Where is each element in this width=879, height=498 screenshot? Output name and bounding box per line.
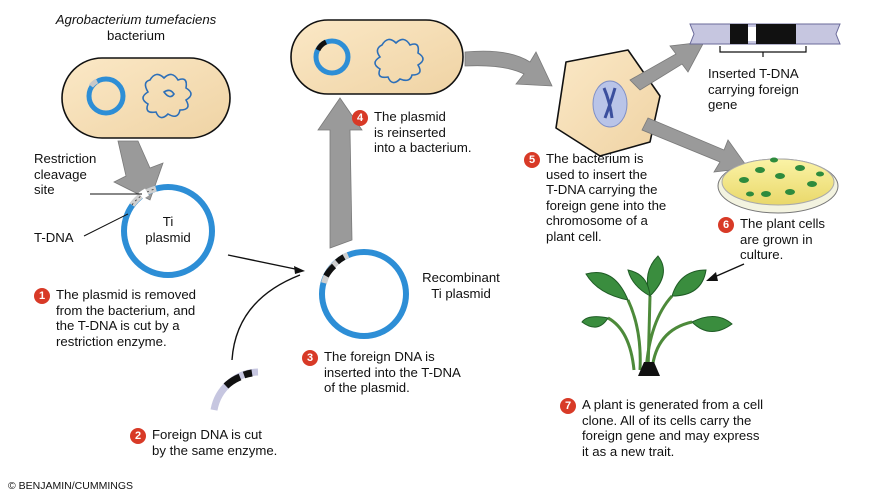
bacterial-chromosome bbox=[142, 73, 192, 119]
tdna-label: T-DNA bbox=[34, 230, 74, 245]
tdna-pointer bbox=[83, 213, 129, 237]
bacterium-recombinant bbox=[290, 19, 464, 95]
arrow-infect-plant-cell bbox=[464, 50, 553, 87]
arrow-foreign-dna bbox=[231, 274, 301, 361]
step-2-badge: 2 bbox=[130, 428, 146, 444]
step-6-badge: 6 bbox=[718, 217, 734, 233]
plant-cell bbox=[555, 49, 661, 157]
arrow-to-recombinant bbox=[227, 254, 301, 271]
step-1-text: The plasmid is removed from the bacteriu… bbox=[56, 287, 196, 349]
step-7-text: A plant is generated from a cell clone. … bbox=[582, 397, 764, 459]
bacterium-label: bacterium bbox=[107, 28, 165, 43]
recombinant-plasmid bbox=[319, 249, 409, 339]
step-5-badge: 5 bbox=[524, 152, 540, 168]
ti-plasmid-in-bacterium bbox=[86, 76, 126, 116]
step-2-text: Foreign DNA is cut by the same enzyme. bbox=[152, 427, 278, 458]
petri-dish bbox=[717, 157, 839, 214]
step-1-badge: 1 bbox=[34, 288, 50, 304]
foreign-dna-fragment bbox=[210, 368, 259, 411]
ti-plasmid-label: Ti plasmid bbox=[145, 214, 191, 245]
step-3-badge: 3 bbox=[302, 350, 318, 366]
step-5-text: The bacterium is used to insert the T-DN… bbox=[546, 151, 667, 244]
recombinant-label: Recombinant Ti plasmid bbox=[422, 270, 500, 301]
bacterium-original bbox=[61, 57, 231, 139]
arrow-reinsert bbox=[317, 97, 363, 249]
restriction-site-label: Restriction cleavage site bbox=[34, 151, 97, 197]
copyright-notice: © BENJAMIN/CUMMINGS bbox=[8, 480, 133, 492]
step-7-badge: 7 bbox=[560, 398, 576, 414]
regenerated-plant bbox=[581, 255, 733, 376]
arrow-remove-plasmid bbox=[113, 140, 164, 201]
species-label: Agrobacterium tumefaciens bbox=[55, 12, 217, 27]
step-6-text: The plant cells are grown in culture. bbox=[740, 216, 826, 262]
step-4-badge: 4 bbox=[352, 110, 368, 126]
step-3-text: The foreign DNA is inserted into the T-D… bbox=[324, 349, 461, 395]
arrow-to-chromosome bbox=[629, 41, 705, 91]
chromosome bbox=[602, 87, 617, 119]
ti-plasmid bbox=[121, 184, 215, 278]
arrow-to-plant bbox=[711, 263, 745, 279]
chromosome-with-tdna bbox=[689, 23, 841, 57]
inserted-tdna-label: Inserted T-DNA carrying foreign gene bbox=[708, 66, 799, 112]
step-4-text: The plasmid is reinserted into a bacteri… bbox=[374, 109, 472, 155]
